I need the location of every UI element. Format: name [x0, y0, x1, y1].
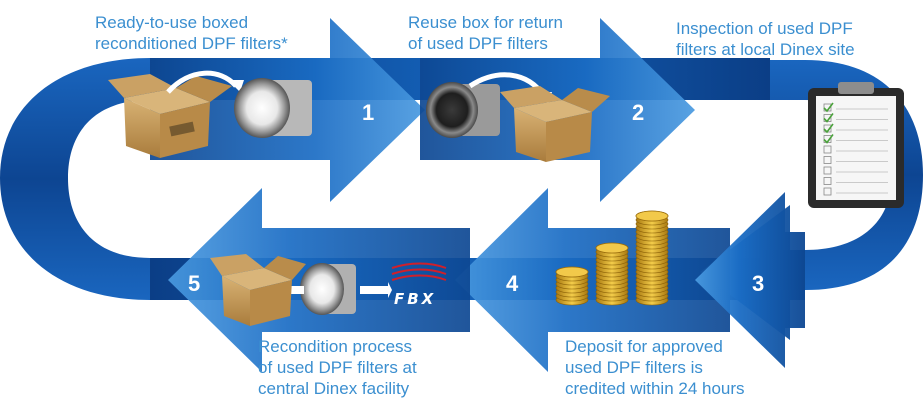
check-mark-icon — [823, 134, 834, 144]
caption-step-5-line-2: of used DPF filters at — [258, 358, 417, 377]
caption-step-2: Reuse box for return of used DPF filters — [408, 12, 628, 54]
caption-step-1-line-2: reconditioned DPF filters* — [95, 34, 288, 53]
step-number-4: 4 — [506, 271, 519, 296]
caption-step-5-line-3: central Dinex facility — [258, 379, 410, 398]
caption-step-2-line-2: of used DPF filters — [408, 34, 548, 53]
caption-step-4-line-3: credited within 24 hours — [565, 379, 745, 398]
coin-top — [595, 242, 629, 254]
reconditioned-filter-icon — [300, 263, 356, 315]
caption-step-2-line-1: Reuse box for return — [408, 13, 563, 32]
clipboard-checklist-icon — [808, 82, 904, 208]
check-mark-icon — [823, 113, 834, 123]
caption-step-3: Inspection of used DPF filters at local … — [676, 18, 916, 60]
checklist-box — [823, 166, 832, 175]
return-box-icon — [500, 86, 610, 162]
coin-top — [635, 210, 669, 222]
caption-step-4: Deposit for approved used DPF filters is… — [565, 336, 805, 399]
arrow-to-filter-icon — [360, 282, 392, 298]
checklist-box — [823, 187, 832, 196]
caption-step-3-line-1: Inspection of used DPF — [676, 19, 853, 38]
check-mark-icon — [823, 102, 834, 113]
caption-step-1-line-1: Ready-to-use boxed — [95, 13, 249, 32]
arrow-step-3-head — [695, 192, 805, 368]
packed-box-icon — [210, 254, 306, 326]
fbx-logo-text: FBX — [394, 290, 436, 308]
caption-step-4-line-1: Deposit for approved — [565, 337, 723, 356]
clean-filter-icon — [234, 78, 312, 138]
checklist-box — [823, 177, 832, 185]
cardboard-box-icon — [108, 74, 232, 158]
caption-step-5: Recondition process of used DPF filters … — [258, 336, 498, 399]
caption-step-3-line-2: filters at local Dinex site — [676, 40, 855, 59]
gold-coins-icon — [555, 210, 669, 306]
coin-top — [555, 266, 589, 278]
caption-step-1: Ready-to-use boxed reconditioned DPF fil… — [95, 12, 355, 54]
checklist-box — [823, 156, 832, 164]
step-number-1: 1 — [362, 100, 374, 125]
caption-step-4-line-2: used DPF filters is — [565, 358, 703, 377]
caption-step-5-line-1: Recondition process — [258, 337, 413, 356]
check-mark-icon — [823, 123, 834, 134]
step-number-2: 2 — [632, 100, 644, 125]
step-number-3: 3 — [752, 271, 764, 296]
checklist-box — [823, 145, 832, 154]
step-number-5: 5 — [188, 271, 200, 296]
used-filter-icon — [426, 82, 500, 138]
fbx-logo: FBX — [391, 262, 447, 308]
